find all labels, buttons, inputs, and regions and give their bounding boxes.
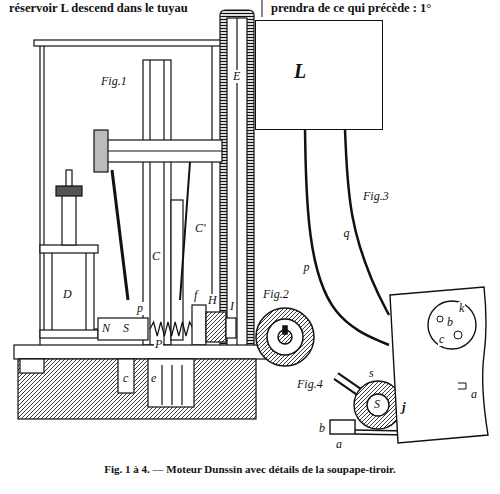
part-letter: f xyxy=(193,289,198,302)
cylinder xyxy=(56,186,82,196)
part-letter: c xyxy=(122,372,129,385)
figure-number: Fig.3 xyxy=(362,190,390,203)
plate-outline xyxy=(390,287,488,443)
base-plate xyxy=(181,365,182,405)
text-fragment: prendra de ce qui précède : 1° xyxy=(270,2,432,15)
valve-gear xyxy=(226,318,236,338)
part-letter: C' xyxy=(194,222,207,235)
flywheel xyxy=(220,10,254,402)
central-column xyxy=(143,60,183,345)
part-letter: p xyxy=(136,302,144,315)
engine-frame xyxy=(43,46,44,245)
column-rule xyxy=(262,0,263,17)
base-plate xyxy=(18,359,256,419)
base-plate xyxy=(14,345,266,359)
cylinder xyxy=(66,170,72,186)
part-letter: b xyxy=(446,316,454,329)
engine-frame xyxy=(34,40,226,345)
valve-spring xyxy=(150,322,193,336)
cylinder xyxy=(40,330,98,338)
plate-notch xyxy=(458,383,466,389)
connecting-rod xyxy=(180,162,190,300)
slide-valve-section xyxy=(330,420,355,434)
node-letter: L xyxy=(294,61,306,81)
part-letter: k xyxy=(458,302,465,315)
valve-rod xyxy=(98,318,148,340)
crank-shaft xyxy=(100,150,222,151)
part-letter: s xyxy=(368,367,375,380)
port-hole xyxy=(437,316,443,322)
engine-frame xyxy=(34,40,226,46)
pipe-label: q xyxy=(343,227,351,240)
valve-spring xyxy=(150,322,193,336)
part-letter: D xyxy=(62,288,73,301)
engine-frame xyxy=(39,46,40,345)
cylinder xyxy=(85,253,86,330)
part-letter: a xyxy=(335,438,343,451)
figure-caption: Fig. 1 à 4. — Moteur Dunssin avec détail… xyxy=(0,463,500,475)
part-letter: e xyxy=(150,372,157,385)
part-letter: b xyxy=(318,422,326,435)
flywheel xyxy=(220,10,254,402)
base-plate xyxy=(148,359,194,407)
engine-frame xyxy=(211,46,212,300)
valve-port-circle xyxy=(428,301,476,349)
part-letter: H xyxy=(207,294,218,307)
pipe xyxy=(345,130,389,315)
base-plate xyxy=(118,359,134,393)
connecting-rod xyxy=(112,170,128,300)
connecting-rod xyxy=(112,162,190,300)
part-letter: a xyxy=(470,388,478,401)
base-plate xyxy=(20,359,44,373)
valve-disc xyxy=(267,319,303,355)
valve-rod xyxy=(94,328,98,329)
part-letter: I xyxy=(229,300,235,313)
cylinder xyxy=(40,245,98,253)
valve-disc xyxy=(256,308,314,366)
part-letter: S xyxy=(122,322,130,335)
base-plate xyxy=(171,365,172,405)
cylinder xyxy=(44,250,94,335)
base-plate xyxy=(161,365,162,405)
figure-number: Fig.2 xyxy=(262,288,290,301)
valve-disc xyxy=(256,308,314,366)
port-hole xyxy=(454,331,462,339)
valve-gear xyxy=(192,305,206,345)
cylinder xyxy=(40,170,98,338)
part-letter: c xyxy=(438,333,445,346)
cylinder xyxy=(51,253,52,330)
base-plate xyxy=(14,345,266,419)
part-letter: N xyxy=(101,322,111,335)
reservoir-box: L xyxy=(255,20,383,130)
pipe xyxy=(305,130,389,345)
flywheel xyxy=(227,18,247,394)
central-column xyxy=(149,60,150,345)
figure-number: Fig.1 xyxy=(100,75,128,88)
part-letter: C xyxy=(151,250,161,263)
central-column xyxy=(163,60,164,345)
valve-plate: j xyxy=(388,285,490,445)
valve-gear xyxy=(206,312,226,342)
crank-shaft xyxy=(100,140,222,162)
cylinder xyxy=(62,190,76,245)
part-letter: S xyxy=(373,398,381,411)
crank-shaft xyxy=(94,130,222,172)
figure-number: Fig.4 xyxy=(296,378,324,391)
valve-rod xyxy=(94,318,193,340)
slide-valve-section xyxy=(367,394,389,416)
plate-outline xyxy=(388,285,490,445)
part-letter: E xyxy=(232,70,241,83)
text-fragment: réservoir L descend dans le tuyau xyxy=(8,2,189,15)
part-letter: P xyxy=(154,338,163,351)
node-letter: j xyxy=(402,400,406,413)
valve-disc xyxy=(283,326,287,334)
central-column xyxy=(143,60,171,345)
crank-shaft xyxy=(94,130,108,172)
pipe-label: p xyxy=(302,261,310,274)
